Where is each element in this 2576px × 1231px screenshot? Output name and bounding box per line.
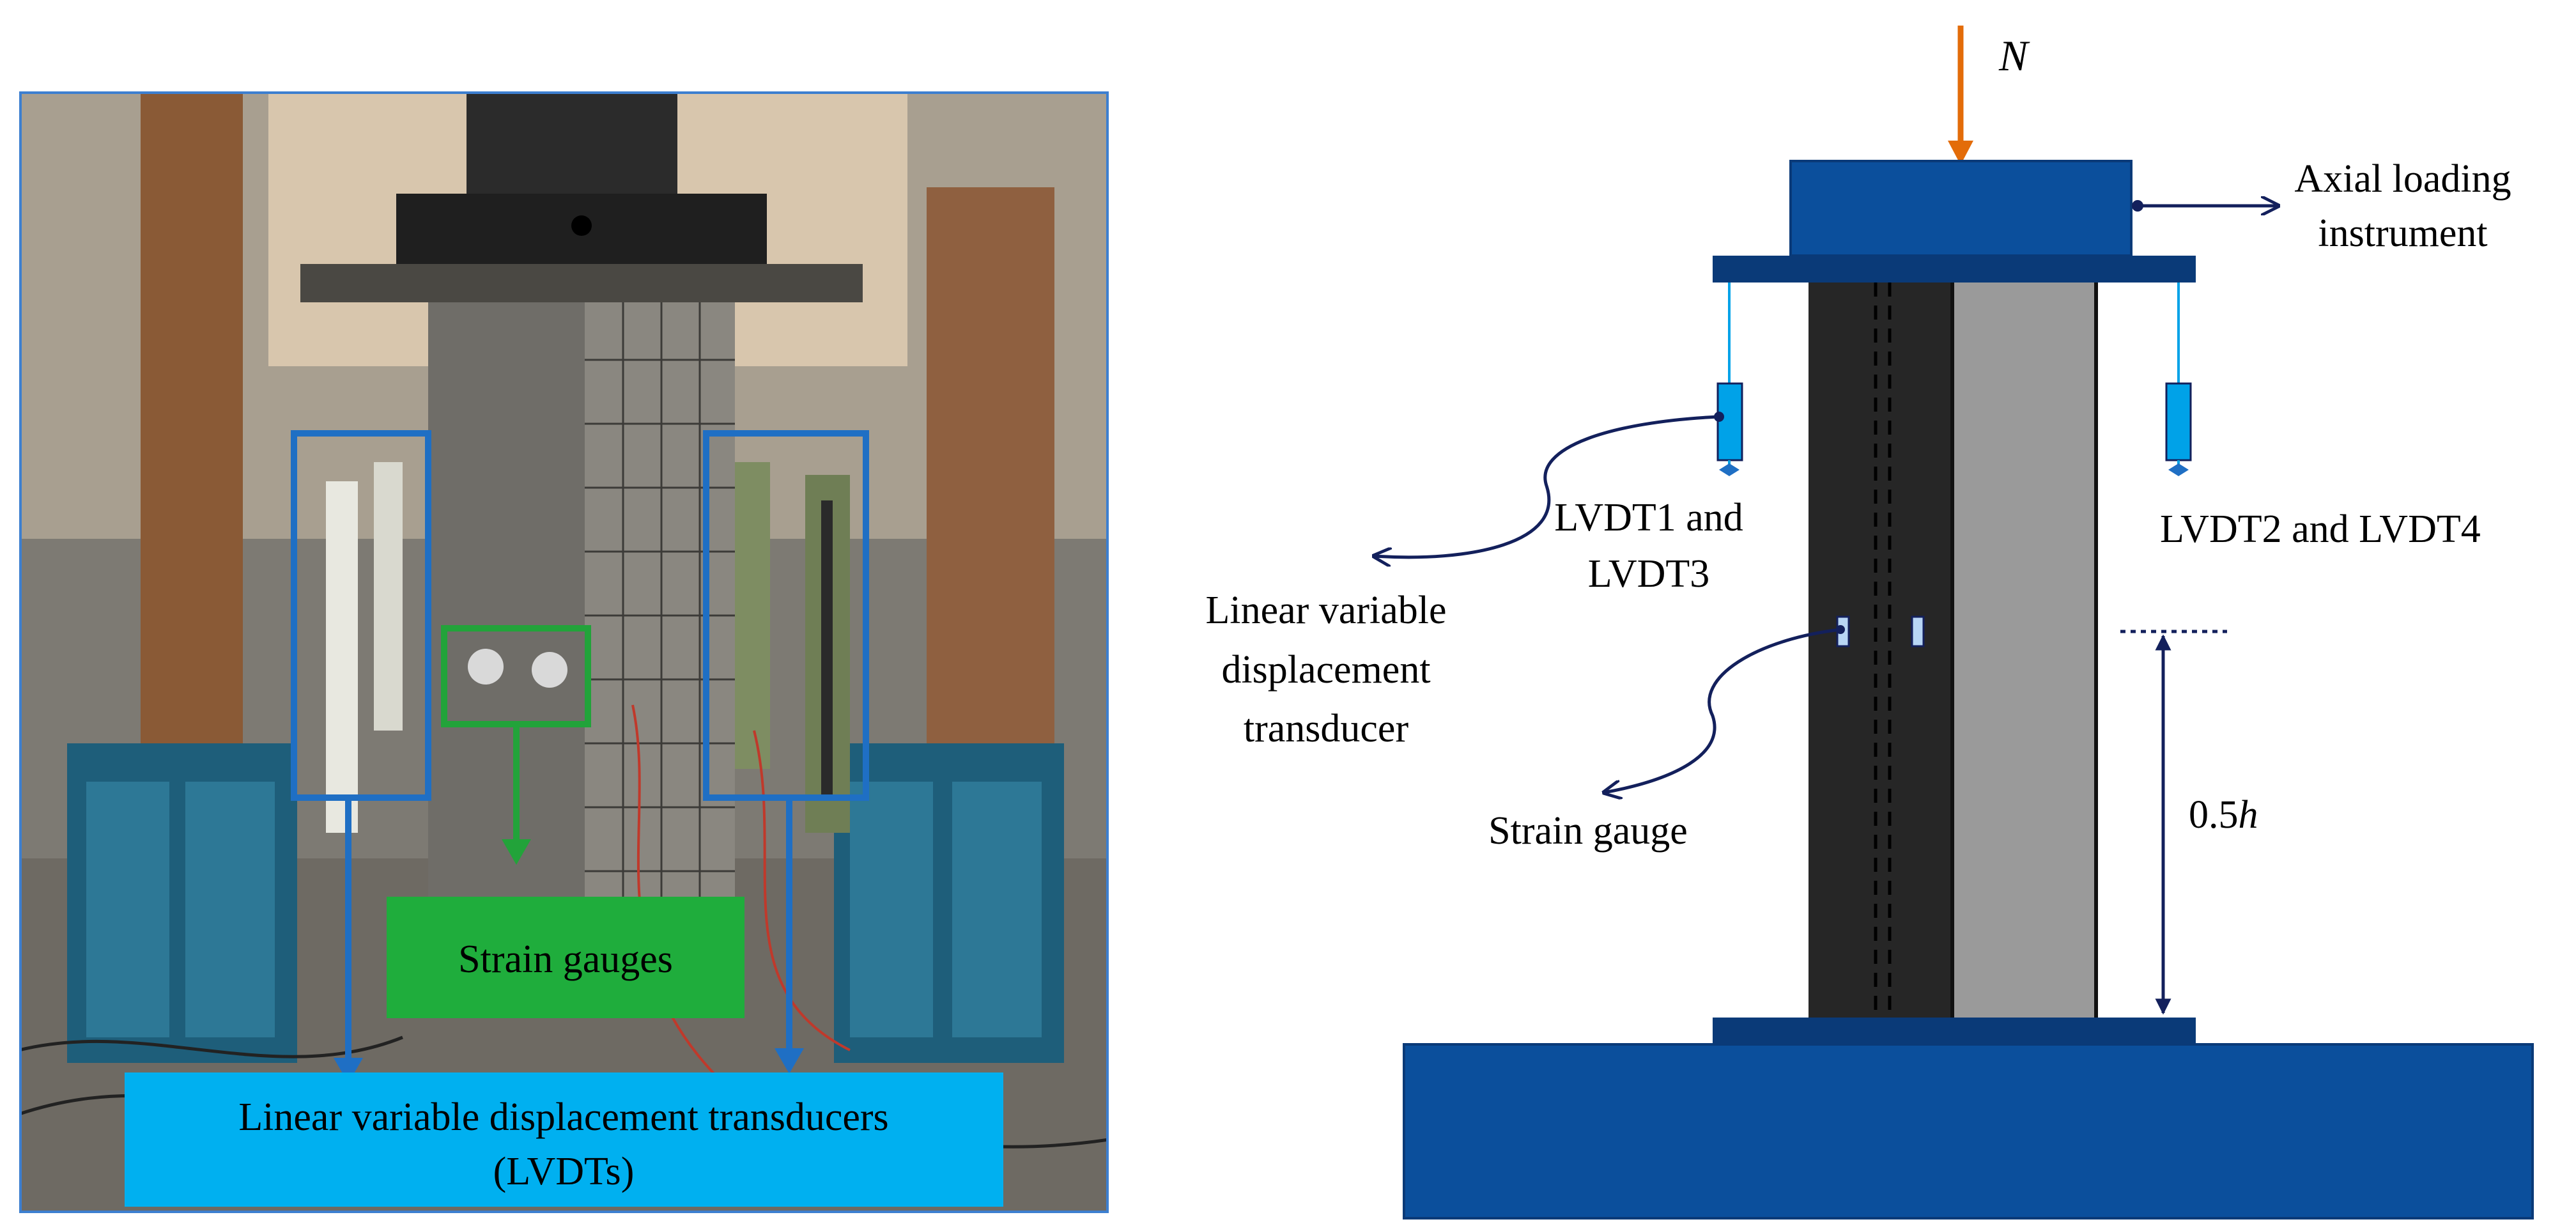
lvdt-device-left-2 [374,462,403,731]
column-dark-section [1809,283,1952,1018]
steel-support-left-inner2 [185,782,275,1037]
axial-load-arrowhead [1948,141,1973,165]
axial-loading-label-line2: instrument [2318,212,2487,255]
transducer-label-line2: displacement [1221,648,1430,692]
transducer-label-line1: Linear variable [1206,589,1447,632]
load-symbol: N [1998,31,2030,80]
steel-support-left-inner [86,782,169,1037]
lvdt-left-anchor-dot [1714,412,1724,422]
strain-gauges-label-box [387,897,744,1018]
bottom-bearing-plate [1713,1018,2196,1044]
copper-pipe-left [141,91,243,846]
axial-loading-label-line1: Axial loading [2294,157,2511,201]
lvdt-right-tip-marker [2168,463,2189,476]
lvdts-label-line1: Linear variable displacement transducers [238,1096,888,1139]
steel-support-right-inner [850,782,933,1037]
strain-gauge-anchor-dot [1836,625,1845,634]
strain-gauge-leader [1604,628,1841,793]
lvdts-label-line2: (LVDTs) [493,1150,635,1193]
lvdt-device-left-1 [326,481,358,833]
transducer-label-line3: transducer [1244,707,1409,750]
lvdt13-label-line1: LVDT1 and [1554,496,1743,539]
strain-gauge-arrowhead [502,839,531,865]
strain-gauge-sensor-2 [532,652,567,688]
top-bearing-plate [1713,256,2196,283]
lvdt24-label: LVDT2 and LVDT4 [2160,507,2481,551]
loading-annotation-dot [2132,200,2143,212]
photo-border [19,91,1109,1213]
concrete-column-grid-face [585,302,735,993]
steel-support-right-inner2 [952,782,1042,1037]
height-label-prefix: 0.5 [2189,793,2239,837]
transducer-leader [1374,415,1720,557]
lvdt-device-right-2-slot [821,500,833,794]
lvdt-arrowhead-right [775,1048,804,1074]
column-light-section [1952,283,2096,1018]
loading-head-hole [571,215,592,236]
axial-loading-instrument [1789,160,2133,257]
top-steel-plate [300,264,863,302]
strain-gauge-sensor-1 [468,649,504,685]
lvdt-left-tip-marker [1719,463,1739,476]
lvdt-arrowhead-left [334,1058,363,1083]
lvdt13-label-line2: LVDT3 [1588,552,1710,596]
strain-gauge-label: Strain gauge [1488,809,1688,853]
height-label-symbol: h [2239,793,2258,837]
strain-gauges-label: Strain gauges [458,938,673,981]
lvdt-device-right-1 [735,462,770,769]
copper-pipe-right [927,187,1054,839]
lvdt-highlight-box-left [291,430,431,801]
strain-gauge-marker-2 [1911,616,1925,647]
test-setup-photo: Strain gauges Linear variable displaceme… [19,91,1109,1213]
lvdts-label-box [125,1072,1003,1207]
height-label: 0.5h [2189,793,2258,837]
red-wires [631,704,851,1083]
lvdt-left-body [1716,382,1743,461]
strain-gauge-marker-1 [1836,616,1850,647]
base-block [1403,1043,2534,1219]
loading-ram [467,91,677,200]
lvdt-right-body [2165,382,2192,461]
